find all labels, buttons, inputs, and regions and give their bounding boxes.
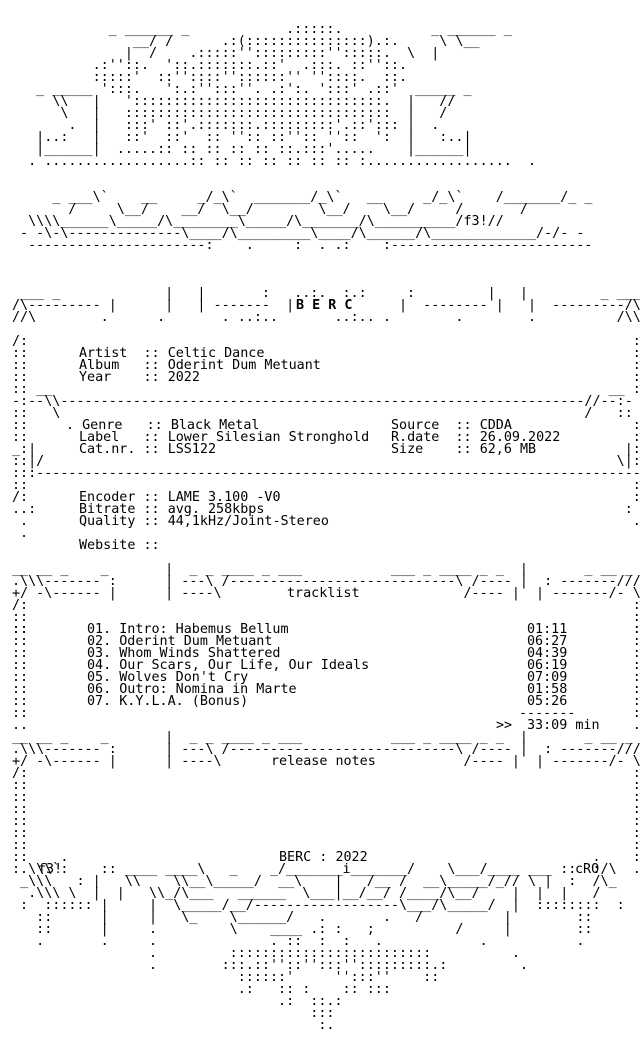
size-row: Size :: 62,6 MB	[391, 442, 537, 457]
encoder-row: Encoder :: LAME 3.100 -V0	[79, 490, 281, 505]
track-row: 05. Wolves Don't Cry	[87, 670, 249, 685]
website-row: Website ::	[79, 538, 168, 553]
label-row: Label :: Lower Silesian Stronghold	[79, 430, 370, 445]
header-brand: B E R C	[296, 298, 353, 313]
track-time: 07:09	[527, 670, 568, 685]
year-row: Year :: 2022	[79, 370, 200, 385]
rdate-row: R.date :: 26.09.2022	[391, 430, 561, 445]
track-time: 01:58	[527, 682, 568, 697]
ascii-release-notes-frame: __ __ _ _ | _ _ ____ _ ___ ___ _ ____ _ …	[12, 730, 640, 877]
track-row: 07. K.Y.L.A. (Bonus)	[87, 694, 249, 709]
track-time: 04:39	[527, 646, 568, 661]
track-row: 04. Our Scars, Our Life, Our Ideals	[87, 658, 370, 673]
artist-row: Artist :: Celtic Dance	[79, 346, 265, 361]
ascii-side-borders-3: :: :: :: :: ::	[12, 622, 640, 733]
ascii-side-borders-1: /: :\ :: :: ::	[12, 334, 640, 421]
bitrate-row: Bitrate :: avg. 258kbps	[79, 502, 265, 517]
quality-row: Quality :: 44,1kHz/Joint-Stereo	[79, 514, 329, 529]
track-time: 01:11	[527, 622, 568, 637]
ascii-side-borders-2: :: :: :: :: _:|	[12, 418, 640, 541]
total-separator: -------	[519, 706, 576, 721]
total-marker: >>	[496, 718, 513, 733]
catnr-row: Cat.nr. :: LSS122	[79, 442, 217, 457]
track-time: 05:26	[527, 694, 568, 709]
footer-tag-left: f3!	[38, 862, 63, 877]
footer-brand-line: BERC : 2022	[279, 850, 368, 865]
source-row: Source :: CDDA	[391, 418, 512, 433]
tracklist-title: tracklist	[287, 586, 360, 601]
ascii-frame-top: ___ _ | | : ..:. :.: : | | _ ___ /\-----…	[12, 286, 640, 325]
ascii-logo-art: _ ______ _ .:::::. _ ______ _ __/ / .:(:…	[28, 22, 537, 169]
ascii-tracklist-frame: __ __ _ _ | _ _ ____ _ ___ ___ _ ____ _ …	[12, 562, 640, 637]
track-time: 06:27	[527, 634, 568, 649]
ascii-footer-art: \\\` :: ____ ____\ _ _/_______i_______/ …	[20, 862, 625, 1033]
total-time: 33:09 min	[527, 718, 600, 733]
track-row: 02. Oderint Dum Metuant	[87, 634, 273, 649]
ascii-banner-art: _ ___\` __ _/_\` _______/_\` __ _/_\` /_…	[20, 190, 593, 253]
track-time: 06:19	[527, 658, 568, 673]
footer-tag-right: cRO	[575, 862, 600, 877]
release-notes-title: release notes	[271, 754, 376, 769]
track-row: 01. Intro: Habemus Bellum	[87, 622, 289, 637]
track-row: 06. Outro: Nomina in Marte	[87, 682, 297, 697]
track-row: 03. Whom Winds Shattered	[87, 646, 281, 661]
album-row: Album :: Oderint Dum Metuant	[79, 358, 321, 373]
genre-row: . Genre :: Black Metal	[66, 418, 260, 433]
